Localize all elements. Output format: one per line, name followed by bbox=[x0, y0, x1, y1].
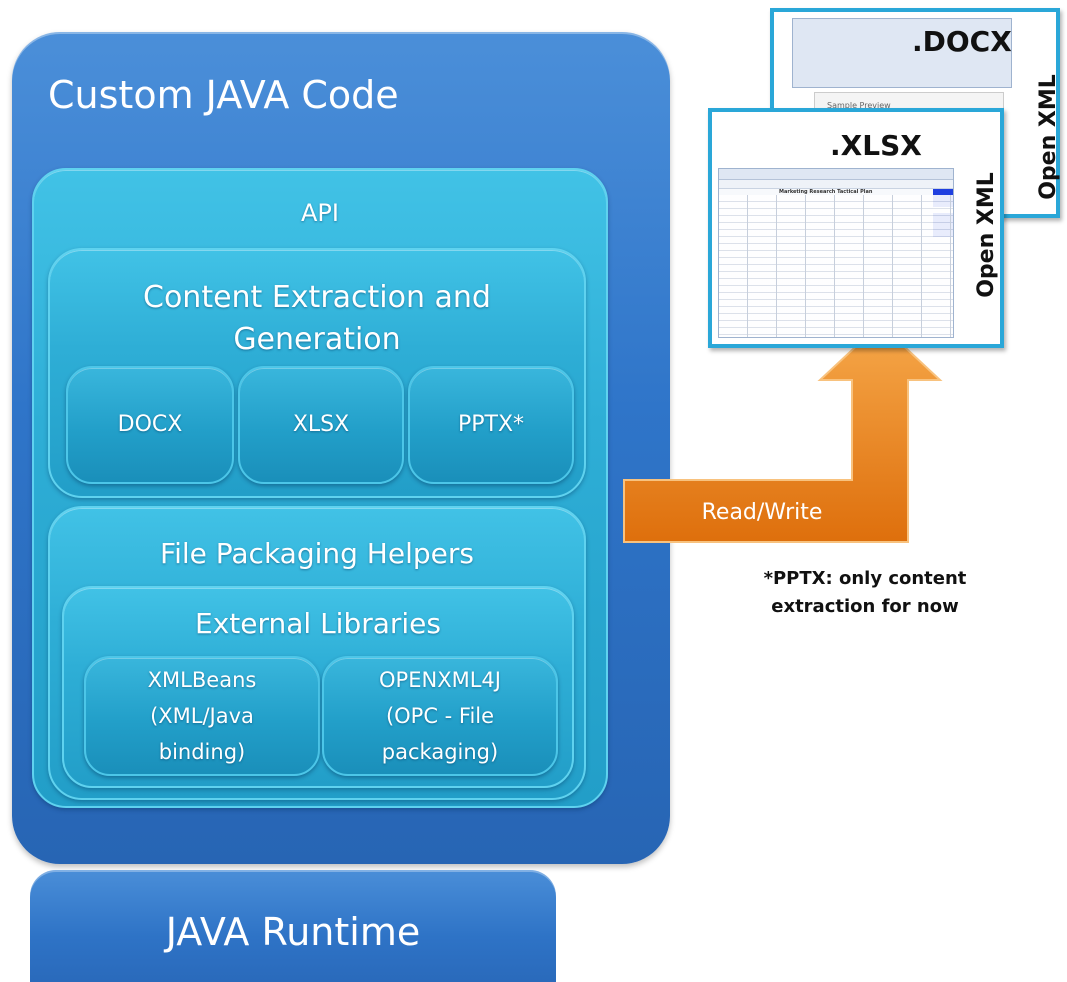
pptx-footnote-line1: *PPTX: only content bbox=[763, 568, 967, 589]
openxml4j-label: OPENXML4J (OPC - File packaging) bbox=[322, 662, 558, 770]
xmlbeans-line1: XMLBeans bbox=[147, 668, 257, 692]
pptx-box bbox=[408, 366, 574, 484]
xlsx-box bbox=[238, 366, 404, 484]
openxml4j-line2: (OPC - File bbox=[385, 704, 495, 728]
read-write-arrow: Read/Write bbox=[623, 322, 943, 543]
xmlbeans-box bbox=[84, 656, 320, 776]
arrow-shape bbox=[623, 322, 943, 543]
api-title: API bbox=[301, 199, 339, 227]
xlsx-title: .XLSX bbox=[830, 129, 922, 162]
xmlbeans-line2: (XML/Java bbox=[150, 704, 254, 728]
openxml4j-line1: OPENXML4J bbox=[379, 668, 501, 692]
docx-box bbox=[66, 366, 234, 484]
xlsx-document: .XLSX Marketing Research Tactical Plan O… bbox=[708, 108, 1004, 348]
xmlbeans-line3: binding) bbox=[158, 740, 246, 764]
openxml4j-box bbox=[322, 656, 558, 776]
pptx-footnote: *PPTX: only content extraction for now bbox=[720, 565, 1010, 635]
xlsx-sheet-preview: Marketing Research Tactical Plan bbox=[718, 168, 954, 338]
xmlbeans-label: XMLBeans (XML/Java binding) bbox=[84, 662, 320, 770]
pptx-label: PPTX* bbox=[457, 412, 525, 437]
openxml4j-line3: packaging) bbox=[381, 740, 499, 764]
docx-label: DOCX bbox=[117, 412, 183, 437]
read-write-label: Read/Write bbox=[702, 500, 823, 525]
docx-title: .DOCX bbox=[912, 25, 1012, 58]
xlsx-side-label: Open XML bbox=[974, 172, 999, 298]
external-libraries-title: External Libraries bbox=[195, 607, 441, 640]
docx-preview-text: Sample Preview bbox=[827, 101, 891, 110]
xlsx-sheet-title: Marketing Research Tactical Plan bbox=[779, 189, 873, 195]
content-extraction-title-line2: Generation bbox=[233, 322, 401, 357]
content-extraction-title-line1: Content Extraction and bbox=[143, 280, 491, 315]
custom-java-code-title: Custom JAVA Code bbox=[48, 73, 399, 117]
java-runtime-box bbox=[30, 870, 556, 982]
java-runtime-title: JAVA Runtime bbox=[165, 910, 421, 954]
pptx-footnote-line2: extraction for now bbox=[771, 596, 959, 617]
xlsx-label: XLSX bbox=[292, 412, 350, 437]
docx-preview-toolbar bbox=[792, 18, 1012, 88]
file-packaging-title: File Packaging Helpers bbox=[160, 537, 474, 570]
docx-side-label: Open XML bbox=[1036, 74, 1061, 200]
